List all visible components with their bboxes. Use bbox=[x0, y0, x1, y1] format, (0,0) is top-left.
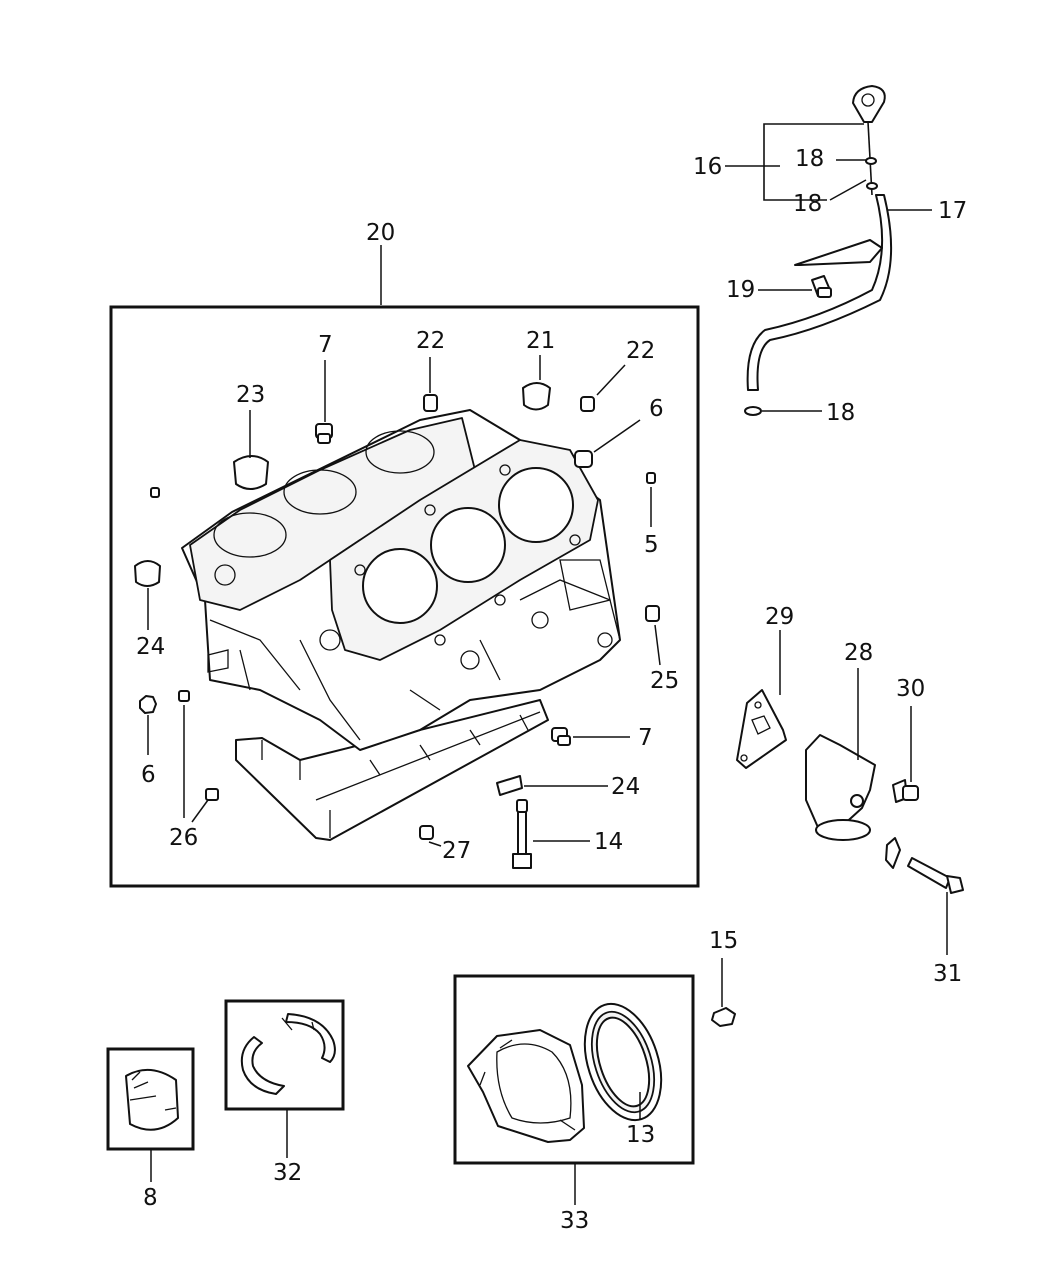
callout-31: 31 bbox=[933, 961, 962, 987]
callout-32: 32 bbox=[273, 1160, 302, 1186]
oil-filter-adapter bbox=[736, 630, 964, 955]
callout-33: 33 bbox=[560, 1208, 589, 1234]
leader-lines-block bbox=[147, 355, 661, 847]
dipstick-assembly bbox=[725, 85, 932, 416]
small-parts bbox=[134, 382, 660, 869]
callout-24-lower: 24 bbox=[611, 774, 640, 800]
callout-27: 27 bbox=[442, 838, 471, 864]
callout-6-upper: 6 bbox=[649, 396, 664, 422]
cylinder-block bbox=[181, 409, 621, 841]
callout-24-left: 24 bbox=[136, 634, 165, 660]
callout-16: 16 bbox=[693, 154, 722, 180]
callout-labels: 20 7 22 21 22 23 6 5 24 25 6 7 24 26 27 … bbox=[136, 146, 967, 1234]
callout-21: 21 bbox=[526, 328, 555, 354]
callout-22-left: 22 bbox=[416, 328, 445, 354]
seal-group-frame bbox=[453, 974, 695, 1165]
callout-7-upper: 7 bbox=[318, 332, 333, 358]
callout-6-lower: 6 bbox=[141, 762, 156, 788]
callout-28: 28 bbox=[844, 640, 873, 666]
callout-18-lower: 18 bbox=[826, 400, 855, 426]
main-bearing bbox=[125, 1069, 179, 1131]
callout-14: 14 bbox=[594, 829, 623, 855]
callout-8: 8 bbox=[143, 1185, 158, 1211]
callout-22-right: 22 bbox=[626, 338, 655, 364]
callout-5: 5 bbox=[644, 532, 659, 558]
thrust-washer-frame bbox=[224, 999, 345, 1111]
callout-15: 15 bbox=[709, 928, 738, 954]
seal-retainer bbox=[467, 1029, 585, 1143]
thrust-washers bbox=[240, 1013, 336, 1095]
block-group-frame bbox=[109, 305, 700, 888]
callout-20: 20 bbox=[366, 220, 395, 246]
callout-23: 23 bbox=[236, 382, 265, 408]
callout-26: 26 bbox=[169, 825, 198, 851]
callout-19: 19 bbox=[726, 277, 755, 303]
callout-17: 17 bbox=[938, 198, 967, 224]
callout-18-middle: 18 bbox=[793, 191, 822, 217]
callout-13: 13 bbox=[626, 1122, 655, 1148]
bolt-15 bbox=[711, 958, 736, 1027]
callout-7-lower: 7 bbox=[638, 725, 653, 751]
rear-seal bbox=[583, 1002, 663, 1122]
callout-25: 25 bbox=[650, 668, 679, 694]
callout-30: 30 bbox=[896, 676, 925, 702]
callout-18-upper: 18 bbox=[795, 146, 824, 172]
callout-29: 29 bbox=[765, 604, 794, 630]
